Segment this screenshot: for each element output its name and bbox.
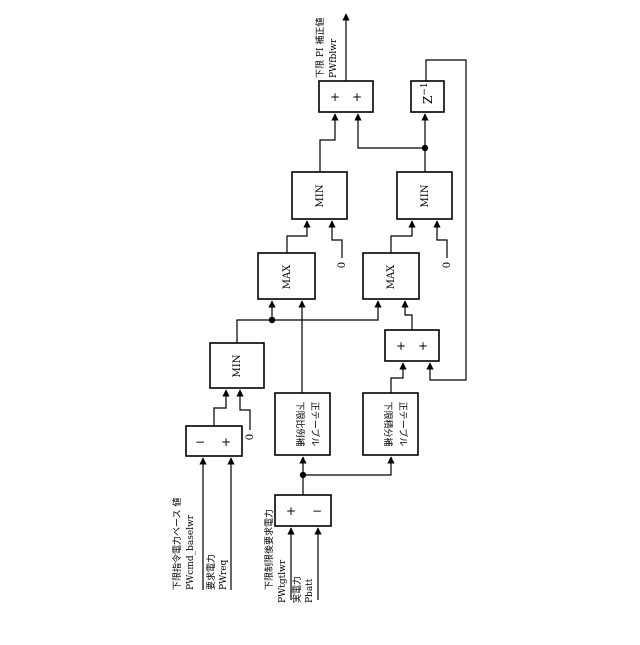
sum-int-block: + +: [385, 330, 439, 361]
sum-out-block: + +: [319, 81, 373, 112]
max-int-label: MAX: [386, 264, 397, 289]
junction-dot-c: [422, 145, 428, 151]
sub-err-block: + −: [275, 495, 331, 526]
sum-out-plus-1: +: [330, 90, 340, 104]
prop-table-block: 下限比例補 正テーブル: [275, 393, 330, 455]
max-int-block: MAX: [363, 253, 419, 299]
sum-int-plus-1: +: [396, 339, 406, 353]
int-table-block: 下限積分補 正テーブル: [363, 393, 418, 455]
min-int-label: MIN: [420, 184, 431, 207]
min-left-label: MIN: [232, 354, 243, 377]
junction-dot-b: [300, 472, 306, 478]
output-var: PWfblwr: [329, 38, 339, 78]
prop-table-line2: 正テーブル: [309, 402, 321, 446]
zero-const-c: 0: [442, 262, 453, 268]
output-label: 下限 PI 補正値: [314, 18, 326, 78]
zero-const-a: 0: [245, 434, 256, 440]
min-left-block: MIN: [210, 343, 264, 388]
input-req-label: 要求電力: [205, 554, 217, 590]
junction-dot-a: [269, 317, 275, 323]
input-req-var: PWreq: [219, 559, 229, 590]
sum-out-plus-2: +: [352, 90, 362, 104]
sub-err-minus: −: [312, 504, 322, 518]
sum-int-plus-2: +: [418, 339, 428, 353]
max-mid-label: MAX: [282, 264, 293, 289]
input-base-label: 下限指令電力ベース 値: [171, 498, 183, 590]
prop-table-line1: 下限比例補: [294, 401, 306, 446]
sub-left-plus: +: [221, 435, 231, 449]
input-actual-label: 実電力: [291, 576, 303, 603]
min-mid-block: MIN: [292, 172, 347, 219]
int-table-line2: 正テーブル: [397, 402, 409, 446]
int-table-line1: 下限積分補: [382, 401, 394, 446]
max-mid-block: MAX: [258, 253, 315, 299]
min-mid-label: MIN: [315, 184, 326, 207]
sub-left-block: − +: [186, 426, 242, 456]
delay-block: Z−1: [411, 81, 444, 112]
input-actual-var: Pbatt: [305, 578, 315, 603]
input-target-label: 下限制限後要求電力: [263, 509, 275, 590]
min-int-block: MIN: [397, 172, 452, 219]
sub-err-plus: +: [286, 504, 296, 518]
zero-const-b: 0: [337, 262, 348, 268]
input-base-var: PWcmd_baselwr: [186, 514, 196, 590]
sub-left-minus: −: [195, 435, 205, 449]
input-target-var: PWtgtlwr: [278, 559, 288, 603]
